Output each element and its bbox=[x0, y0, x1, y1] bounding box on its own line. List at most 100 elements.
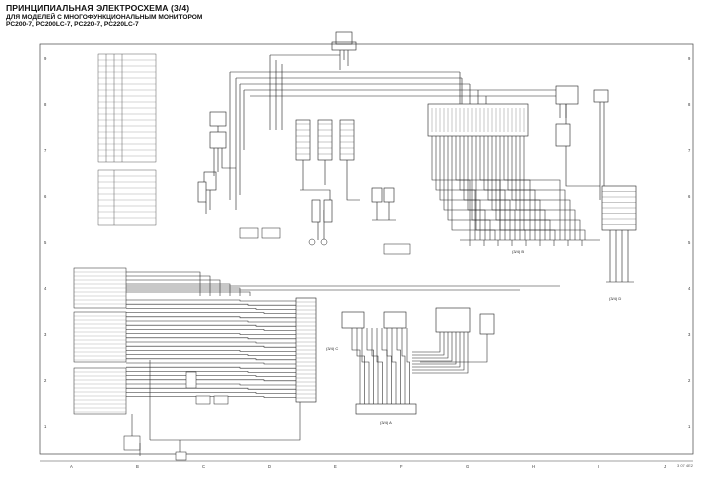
bus-wire bbox=[463, 136, 511, 240]
row-label: 3 bbox=[44, 332, 47, 337]
column-label: F bbox=[400, 464, 403, 469]
bus-wire bbox=[435, 136, 476, 240]
bus-wire bbox=[412, 332, 453, 362]
lower-right-bus bbox=[351, 328, 488, 404]
frame-border bbox=[39, 43, 694, 455]
bus-wire bbox=[126, 362, 296, 365]
lower-left-bus bbox=[126, 271, 560, 398]
row-label: 8 bbox=[44, 102, 47, 107]
row-label: 9 bbox=[688, 56, 691, 61]
row-label: 2 bbox=[44, 378, 47, 383]
row-label: 4 bbox=[688, 286, 691, 291]
diagram-models: PC200-7, PC200LC-7, PC220-7, PC220LC-7 bbox=[6, 21, 139, 28]
bus-wire bbox=[361, 328, 370, 404]
label-monitor-bus: (3/4) B bbox=[512, 249, 524, 254]
row-label: 7 bbox=[44, 148, 47, 153]
column-label: C bbox=[202, 464, 205, 469]
bus-wire bbox=[126, 379, 296, 382]
bus-wire bbox=[483, 136, 536, 240]
bus-wire bbox=[126, 387, 296, 390]
harness-fuse bbox=[372, 202, 396, 221]
bus-wire bbox=[126, 285, 560, 291]
bus-wire bbox=[386, 328, 392, 404]
bus-wire bbox=[126, 337, 296, 340]
diagram-header: ПРИНЦИПИАЛЬНАЯ ЭЛЕКТРОСХЕМА (3/4) ДЛЯ МО… bbox=[6, 3, 203, 28]
bus-wire bbox=[126, 392, 296, 394]
bus-wire bbox=[475, 136, 526, 240]
column-label: E bbox=[334, 464, 337, 469]
bus-wire bbox=[412, 332, 449, 359]
row-label: 4 bbox=[44, 286, 47, 291]
bus-wire bbox=[447, 136, 491, 240]
row-label: 6 bbox=[688, 194, 691, 199]
connector-cn-s14 bbox=[197, 111, 227, 203]
connector-table-lower bbox=[97, 169, 157, 226]
column-label: J bbox=[664, 464, 666, 469]
controller-rows bbox=[74, 271, 126, 413]
bus-wire bbox=[126, 275, 211, 296]
sensor-symbols bbox=[123, 371, 229, 461]
bus-wire bbox=[503, 136, 561, 240]
multi-monitor-connector bbox=[427, 103, 529, 137]
bus-wire bbox=[467, 136, 516, 240]
harness-lower-left bbox=[131, 360, 301, 456]
harness-mid bbox=[300, 160, 360, 240]
bus-wire bbox=[126, 303, 296, 306]
bus-wire bbox=[412, 332, 469, 374]
lower-right-connectors bbox=[341, 307, 495, 335]
bus-wire bbox=[406, 328, 410, 404]
monitor-bus bbox=[431, 136, 600, 246]
row-label: 5 bbox=[688, 240, 691, 245]
bus-wire bbox=[396, 328, 401, 404]
diagram-subtitle: ДЛЯ МОДЕЛЕЙ С МНОГОФУНКЦИОНАЛЬНЫМ МОНИТО… bbox=[6, 13, 203, 21]
column-label: A bbox=[70, 464, 73, 469]
table-rows bbox=[98, 59, 156, 157]
switch-symbols bbox=[239, 227, 411, 255]
bus-wire bbox=[356, 328, 365, 404]
bus-wire bbox=[126, 316, 296, 319]
column-label: D bbox=[268, 464, 271, 469]
bus-wire bbox=[443, 136, 486, 240]
bus-wire bbox=[351, 328, 361, 404]
column-label: G bbox=[466, 464, 469, 469]
bus-wire bbox=[126, 375, 296, 377]
bus-wire bbox=[126, 358, 296, 361]
bus-wire bbox=[126, 279, 221, 296]
bus-wire bbox=[412, 332, 445, 356]
bus-wire bbox=[126, 299, 296, 302]
bus-wire bbox=[381, 328, 388, 404]
bus-wire bbox=[126, 383, 296, 386]
bus-wire bbox=[511, 136, 571, 240]
bus-wire bbox=[412, 332, 465, 371]
row-label: 2 bbox=[688, 378, 691, 383]
label-right-block: (3/4) D bbox=[609, 296, 621, 301]
bus-wire bbox=[126, 371, 296, 373]
monitor-pins bbox=[431, 108, 525, 132]
bus-wire bbox=[126, 333, 296, 335]
bus-wire bbox=[431, 136, 471, 240]
bus-wire bbox=[126, 324, 296, 327]
bus-wire bbox=[366, 328, 374, 404]
connector-pins bbox=[296, 301, 316, 399]
column-label: I bbox=[598, 464, 599, 469]
bus-wire bbox=[523, 136, 586, 240]
bus-wire bbox=[412, 332, 441, 353]
row-label: 1 bbox=[44, 424, 47, 429]
bus-wire bbox=[507, 136, 566, 240]
table-rows bbox=[98, 175, 156, 219]
bus-wire bbox=[420, 334, 488, 363]
bus-wire bbox=[126, 329, 296, 331]
bus-wire bbox=[126, 287, 241, 296]
connector-cn-e2 bbox=[355, 403, 417, 415]
reference-code: 3 07 4E2 bbox=[676, 463, 693, 468]
bus-wire bbox=[451, 136, 496, 240]
connector-right-top bbox=[555, 85, 609, 147]
bus-wire bbox=[126, 366, 296, 369]
bus-wire bbox=[126, 350, 296, 352]
bus-wire bbox=[412, 332, 457, 365]
row-label: 3 bbox=[688, 332, 691, 337]
bus-wire bbox=[126, 354, 296, 356]
row-label: 1 bbox=[688, 424, 691, 429]
